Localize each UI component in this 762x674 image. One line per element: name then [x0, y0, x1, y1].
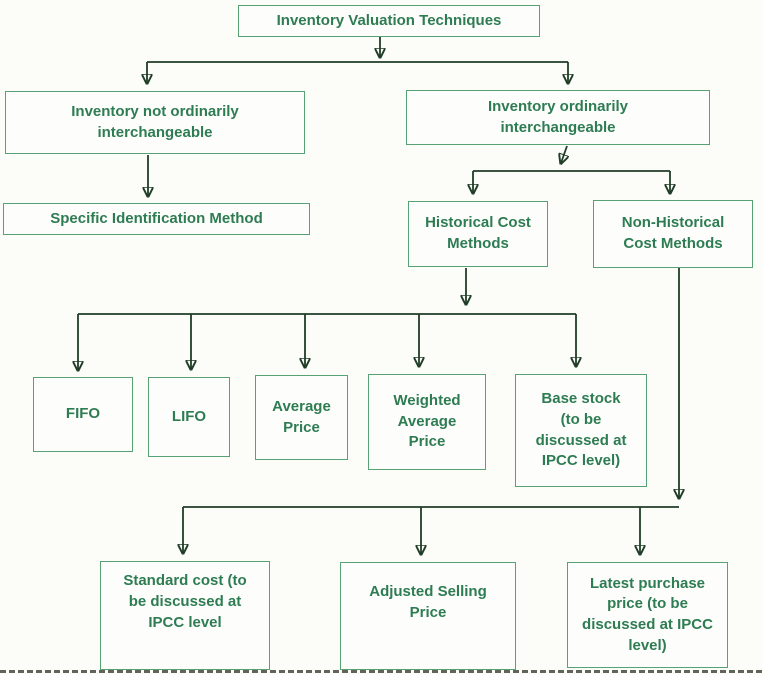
- node-specific-identification-method: Specific Identification Method: [3, 203, 310, 235]
- node-non-historical-cost-methods: Non-Historical Cost Methods: [593, 200, 753, 268]
- node-fifo: FIFO: [33, 377, 133, 452]
- node-latest-purchase-price: Latest purchase price (to be discussed a…: [567, 562, 728, 668]
- node-lifo: LIFO: [148, 377, 230, 457]
- torn-edge-artifact: [0, 670, 762, 673]
- node-inventory-valuation-techniques: Inventory Valuation Techniques: [238, 5, 540, 37]
- node-inventory-not-ordinarily-interchangeable: Inventory not ordinarily interchangeable: [5, 91, 305, 154]
- node-adjusted-selling-price: Adjusted Selling Price: [340, 562, 516, 670]
- node-average-price: Average Price: [255, 375, 348, 460]
- node-base-stock: Base stock (to be discussed at IPCC leve…: [515, 374, 647, 487]
- node-historical-cost-methods: Historical Cost Methods: [408, 201, 548, 267]
- node-inventory-ordinarily-interchangeable: Inventory ordinarily interchangeable: [406, 90, 710, 145]
- node-weighted-average-price: Weighted Average Price: [368, 374, 486, 470]
- node-standard-cost: Standard cost (to be discussed at IPCC l…: [100, 561, 270, 670]
